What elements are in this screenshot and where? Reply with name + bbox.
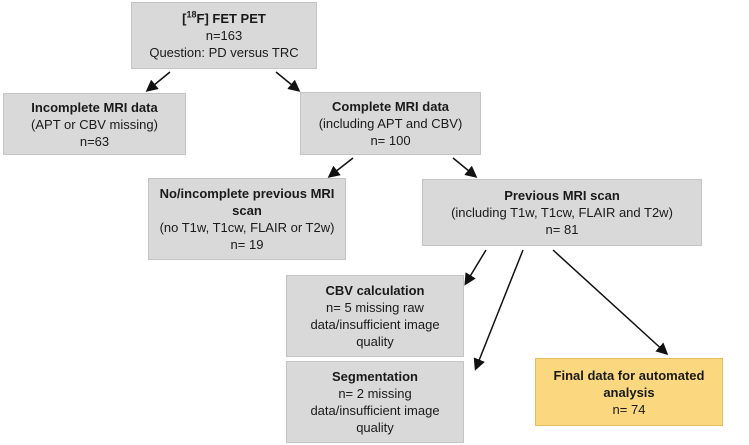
node-cbv-calculation-detail: n= 5 missing raw data/insufficient image… bbox=[310, 300, 440, 349]
node-incomplete-mri: Incomplete MRI data (APT or CBV missing)… bbox=[3, 93, 186, 155]
node-complete-mri-title: Complete MRI data bbox=[331, 99, 449, 114]
node-no-previous-mri-title: No/incomplete previous MRI scan bbox=[159, 186, 335, 218]
node-previous-mri-detail: (including T1w, T1cw, FLAIR and T2w) bbox=[451, 205, 673, 220]
node-segmentation-detail: n= 2 missing data/insufficient image qua… bbox=[310, 386, 440, 435]
node-previous-mri: Previous MRI scan (including T1w, T1cw, … bbox=[422, 179, 702, 246]
node-cbv-calculation-title: CBV calculation bbox=[325, 283, 425, 298]
node-incomplete-mri-title: Incomplete MRI data bbox=[31, 99, 158, 115]
node-final-data: Final data for automated analysis n= 74 bbox=[535, 358, 723, 426]
node-cbv-calculation: CBV calculation n= 5 missing raw data/in… bbox=[286, 275, 464, 357]
node-segmentation-title: Segmentation bbox=[332, 369, 418, 384]
arrow-complete-to-noprev bbox=[327, 157, 354, 178]
arrow-prev-to-segmentation bbox=[473, 249, 524, 371]
node-incomplete-mri-count: n=63 bbox=[79, 133, 110, 149]
node-root-title: [18F] FET PET bbox=[182, 9, 266, 26]
node-final-data-title: Final data for automated analysis bbox=[553, 367, 705, 400]
arrow-prev-to-cbv bbox=[464, 249, 487, 286]
arrow-complete-to-prev bbox=[452, 157, 478, 178]
node-root-question: Question: PD versus TRC bbox=[149, 45, 299, 60]
node-no-previous-mri-detail: (no T1w, T1cw, FLAIR or T2w) bbox=[159, 220, 335, 235]
node-complete-mri-count: n= 100 bbox=[370, 133, 411, 148]
node-previous-mri-title: Previous MRI scan bbox=[504, 188, 620, 203]
node-root: [18F] FET PET n=163 Question: PD versus … bbox=[131, 2, 317, 69]
node-root-count: n=163 bbox=[205, 28, 243, 43]
arrow-prev-to-final bbox=[552, 249, 669, 356]
arrow-root-to-complete bbox=[275, 71, 301, 92]
arrow-root-to-incomplete bbox=[145, 71, 171, 92]
node-complete-mri-detail: (including APT and CBV) bbox=[318, 116, 463, 131]
node-segmentation: Segmentation n= 2 missing data/insuffici… bbox=[286, 361, 464, 443]
node-no-previous-mri-count: n= 19 bbox=[230, 237, 264, 252]
node-incomplete-mri-detail: (APT or CBV missing) bbox=[31, 116, 158, 132]
node-final-data-count: n= 74 bbox=[612, 401, 646, 417]
node-complete-mri: Complete MRI data (including APT and CBV… bbox=[300, 92, 481, 155]
node-no-previous-mri: No/incomplete previous MRI scan (no T1w,… bbox=[148, 178, 346, 260]
node-previous-mri-count: n= 81 bbox=[545, 222, 579, 237]
